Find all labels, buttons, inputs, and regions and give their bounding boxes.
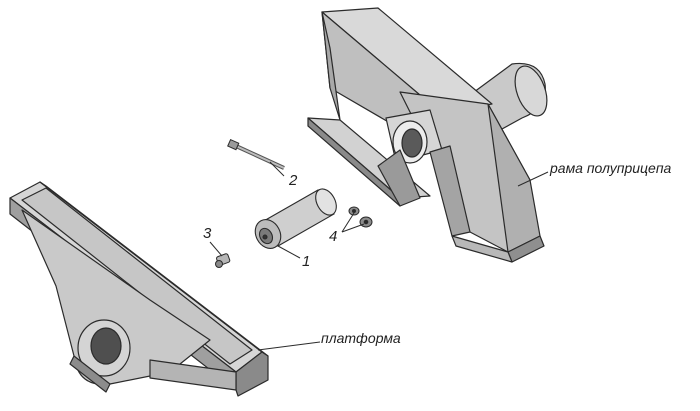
part-2-bolt — [227, 138, 285, 170]
label-frame: рама полуприцепа — [550, 160, 672, 176]
leader-lines — [209, 161, 549, 351]
label-part-3: 3 — [203, 225, 212, 242]
leader-frame — [517, 171, 549, 187]
label-part-4: 4 — [329, 228, 338, 245]
label-part-2: 2 — [289, 172, 298, 189]
leader-4a — [341, 212, 355, 233]
semitrailer-frame-bracket — [307, 7, 548, 263]
label-part-1: 1 — [302, 253, 311, 270]
leader-platform — [257, 341, 321, 351]
label-platform: платформа — [321, 330, 401, 346]
part-4-nuts — [348, 206, 373, 228]
part-1-pin — [254, 188, 337, 249]
leader-4b — [341, 223, 365, 233]
leader-2 — [269, 161, 285, 177]
part-3-fitting — [215, 253, 231, 268]
leader-1 — [277, 245, 301, 259]
platform-bracket — [9, 181, 269, 397]
leader-3 — [209, 241, 223, 257]
